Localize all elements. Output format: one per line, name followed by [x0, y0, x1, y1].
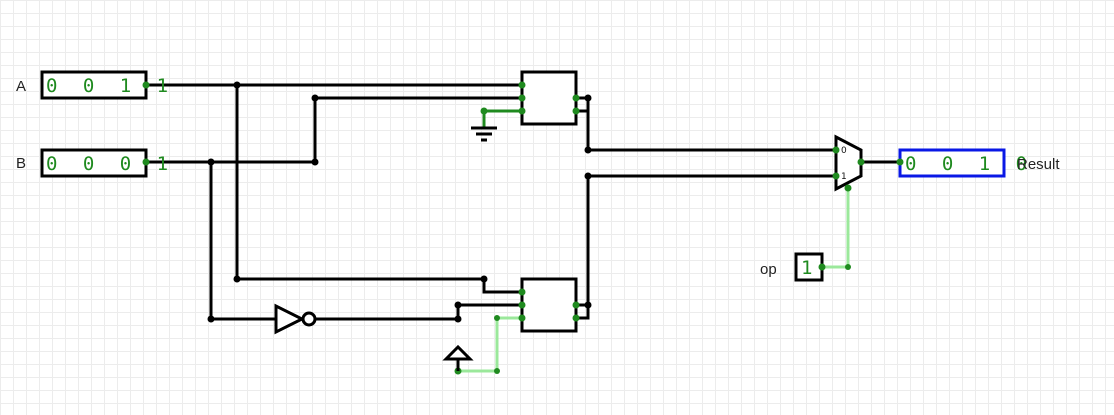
adder-icon[interactable] [518, 277, 580, 333]
junction-node [480, 107, 488, 115]
ground-icon[interactable] [471, 126, 497, 142]
result-pin [896, 158, 904, 166]
adder-icon[interactable] [518, 70, 580, 126]
adder-pin [518, 107, 526, 115]
result-label: Result [1017, 156, 1060, 173]
mux-pin [832, 172, 840, 180]
adder-pin [518, 301, 526, 309]
wire-sum-bottom-to-mux1 [576, 174, 836, 307]
result-value: 0 0 1 0 [905, 153, 1034, 175]
mux-input-0-label: 0 [841, 146, 847, 156]
junction-node [494, 368, 500, 374]
wire-power-to-carry [458, 316, 522, 373]
power-icon[interactable] [442, 344, 474, 371]
adder-bottom-body[interactable] [520, 277, 578, 333]
junction-node [584, 94, 592, 102]
junction-node [311, 158, 319, 166]
input-b-value[interactable]: 0 0 0 1 [46, 153, 175, 175]
junction-node [584, 146, 592, 154]
adder-pin [572, 314, 580, 322]
junction-node [845, 264, 851, 270]
op-input[interactable]: op 1 [760, 252, 826, 282]
adder-pin [572, 301, 580, 309]
input-a-box[interactable] [40, 70, 148, 100]
adder-pin [518, 314, 526, 322]
op-pin [818, 263, 826, 271]
input-a[interactable]: A 0 0 1 1 [16, 70, 175, 100]
wire-carry-bottom [576, 305, 590, 320]
wire-b-to-adder-top [146, 96, 522, 164]
result-output: 0 0 1 0 Result [896, 148, 1060, 178]
high-wires [458, 188, 850, 373]
input-a-pin [142, 81, 150, 89]
junction-node [233, 81, 241, 89]
adder-pin [518, 81, 526, 89]
mux-pin [844, 184, 852, 192]
adder-pin [572, 107, 580, 115]
adder-pin [518, 94, 526, 102]
junction-node [454, 315, 462, 323]
junction-node [233, 275, 241, 283]
input-b-pin [142, 158, 150, 166]
op-label: op [760, 261, 777, 278]
adder-top-body[interactable] [520, 70, 578, 126]
mux-pin [832, 146, 840, 154]
junctions [207, 81, 851, 375]
input-a-label: A [16, 78, 26, 95]
wire-not-to-adder-bottom [316, 303, 522, 321]
wires [146, 83, 900, 321]
junction-node [311, 94, 319, 102]
junction-node [494, 315, 500, 321]
wire-sum-top-to-mux0 [576, 96, 836, 152]
input-a-value[interactable]: 0 0 1 1 [46, 75, 175, 97]
adder-pin [572, 94, 580, 102]
input-b-label: B [16, 155, 26, 172]
wire-b-to-not-gate [209, 162, 276, 321]
junction-node [584, 172, 592, 180]
junction-node [207, 315, 215, 323]
mux-input-1-label: 1 [841, 172, 847, 182]
mux-body[interactable] [834, 134, 863, 192]
input-b-box[interactable] [40, 148, 148, 178]
wire-op-to-mux-select [822, 188, 850, 269]
adder-pin [518, 288, 526, 296]
input-b[interactable]: B 0 0 0 1 [16, 148, 175, 178]
not-gate-icon[interactable] [274, 303, 317, 335]
op-value[interactable]: 1 [801, 257, 819, 279]
wire-a-to-adder-bottom [235, 85, 522, 294]
result-box [898, 148, 1006, 178]
mux-pin [857, 158, 865, 166]
multiplexer-icon[interactable]: 0 1 [832, 134, 865, 192]
junction-node [454, 301, 462, 309]
junction-node [584, 301, 592, 309]
junction-node [207, 158, 215, 166]
junction-node [480, 275, 488, 283]
